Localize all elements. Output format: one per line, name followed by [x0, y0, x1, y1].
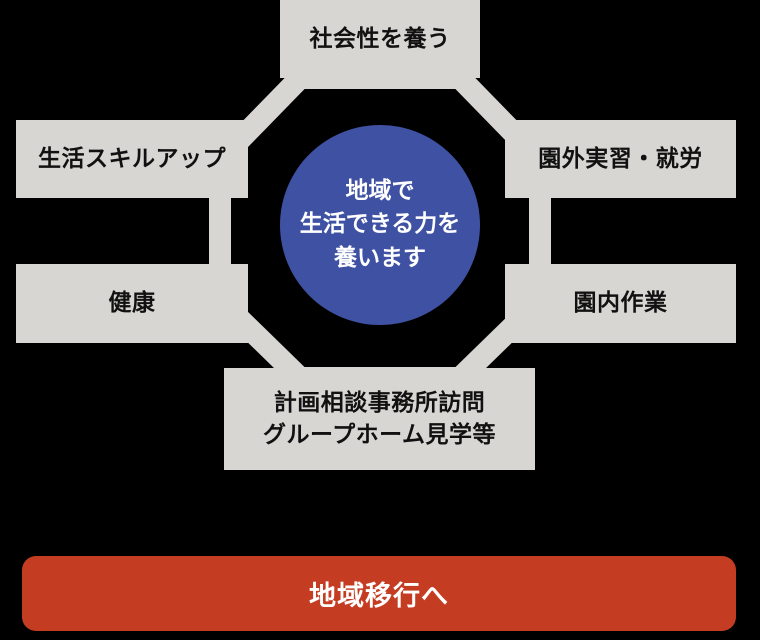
center-line-1: 地域で — [345, 177, 415, 204]
box-in-facility-work: 園内作業 — [505, 264, 736, 343]
box-label: 健康 — [108, 290, 156, 317]
center-line-2: 生活できる力を — [299, 211, 461, 238]
box-outside-training-work: 園外実習・就労 — [505, 120, 736, 198]
box-label-line-2: グループホーム見学等 — [263, 422, 496, 448]
box-label: 園外実習・就労 — [538, 145, 703, 172]
box-label: 社会性を養う — [309, 25, 451, 52]
box-life-skills: 生活スキルアップ — [16, 120, 248, 198]
box-label-line-1: 計画相談事務所訪問 — [273, 389, 486, 416]
box-consultation-visits: 計画相談事務所訪問 グループホーム見学等 — [224, 368, 535, 470]
community-transition-banner: 地域移行へ — [22, 556, 736, 631]
center-goal-circle: 地域で 生活できる力を 養います — [280, 125, 480, 325]
banner-label: 地域移行へ — [309, 581, 449, 612]
center-line-3: 養います — [334, 244, 426, 271]
box-label: 園内作業 — [573, 290, 668, 317]
box-social-skills: 社会性を養う — [280, 0, 480, 78]
box-health: 健康 — [16, 264, 248, 343]
box-label: 生活スキルアップ — [38, 145, 226, 172]
